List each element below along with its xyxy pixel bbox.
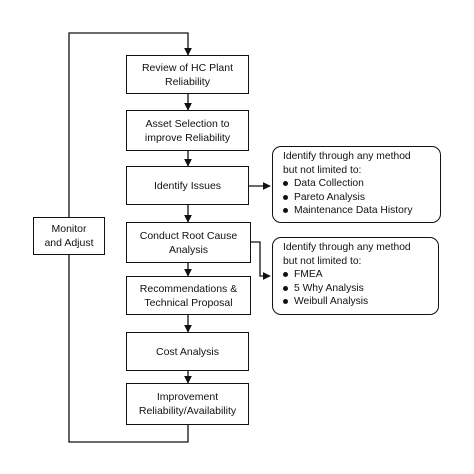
note-identify-methods: Identify through any method but not limi… xyxy=(272,146,441,223)
step-recommendations-proposal: Recommendations &Technical Proposal xyxy=(126,276,251,315)
note-method-list: Data Collection Pareto Analysis Maintena… xyxy=(283,177,432,218)
arrow-rca-to-note xyxy=(251,241,271,280)
step-cost-analysis: Cost Analysis xyxy=(126,332,249,371)
list-item: 5 Why Analysis xyxy=(283,282,430,296)
note-method-list: FMEA 5 Why Analysis Weibull Analysis xyxy=(283,268,430,309)
note-intro: Identify through any method but not limi… xyxy=(283,151,411,176)
feedback-loop-return-arrow xyxy=(68,32,192,217)
list-item: Maintenance Data History xyxy=(283,204,432,218)
feedback-loop-line xyxy=(68,255,189,443)
note-rca-methods: Identify through any method but not limi… xyxy=(272,237,439,315)
note-intro: Identify through any method but not limi… xyxy=(283,242,411,267)
list-item: Data Collection xyxy=(283,177,432,191)
list-item: FMEA xyxy=(283,268,430,282)
step-identify-issues: Identify Issues xyxy=(126,166,249,205)
list-item: Weibull Analysis xyxy=(283,295,430,309)
list-item: Pareto Analysis xyxy=(283,191,432,205)
